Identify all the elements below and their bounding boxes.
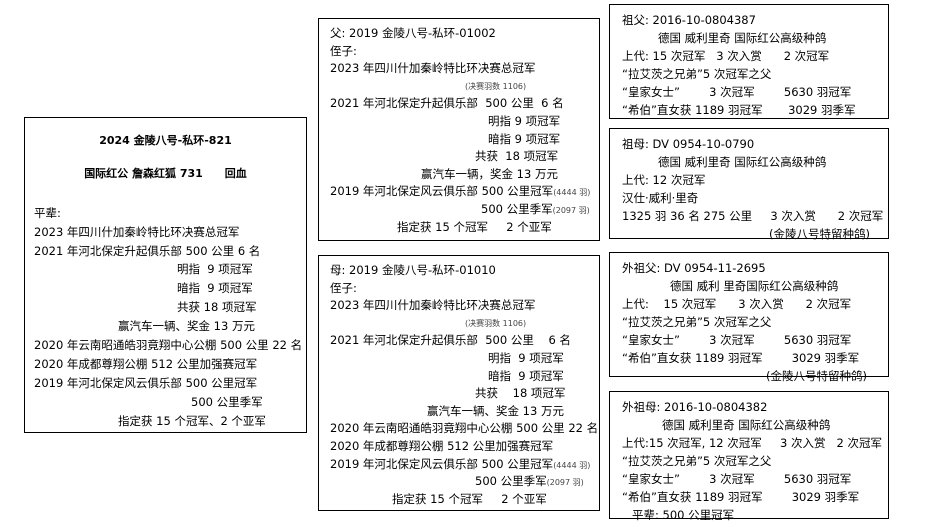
- grandfather-ring: 祖父: 2016-10-0804387: [622, 13, 756, 27]
- record-line: 平辈:: [34, 205, 61, 220]
- record-line: 1325 羽 36 名 275 公里 3 次入赏 2 次冠军: [622, 209, 884, 223]
- record-line: 共获 18 项冠军: [475, 386, 566, 401]
- record-line: “皇家女士” 3 次冠军 5630 羽冠军: [622, 472, 852, 486]
- record-line: 2023 年四川什加秦岭特比环决赛总冠军: [330, 298, 536, 313]
- record-line: “拉艾茨之兄弟”5 次冠军之父: [622, 315, 772, 329]
- record-line: 德国 威利 里奇国际红公高级种鸽: [670, 279, 839, 293]
- grandmother-ring: 祖母: DV 0954-10-0790: [622, 137, 755, 151]
- record-line: 赢汽车一辆，奖金 13 万元: [421, 166, 558, 181]
- mother-card: 母: 2019 金陵八号-私环-01010 侄子: 2023 年四川什加秦岭特比…: [318, 255, 600, 511]
- record-line: “拉艾茨之兄弟”5 次冠军之父: [622, 454, 772, 468]
- record-line: 指定获 15 个冠军、2 个亚军: [118, 413, 266, 428]
- record-line: 暗指 9 项冠军: [177, 281, 253, 296]
- record-line: 500 公里季军: [481, 201, 553, 216]
- record-line: “拉艾茨之兄弟”5 次冠军之父: [622, 67, 772, 81]
- record-line: 2021 年河北保定升起俱乐部 500 公里 6 名: [330, 333, 571, 348]
- record-line: 共获 18 项冠军: [177, 300, 257, 315]
- record-line: 明指 9 项冠军: [488, 113, 561, 128]
- subject-pigeon-card: 2024 金陵八号-私环-821 国际红公 詹森红狐 731 回血 平辈: 20…: [24, 117, 307, 433]
- record-line: 赢汽车一辆、奖金 13 万元: [118, 319, 255, 334]
- record-line: 暗指 9 项冠军: [488, 368, 564, 383]
- record-line: 德国 威利里奇 国际红公高级种鸽: [662, 418, 831, 432]
- record-line: “皇家女士” 3 次冠军 5630 羽冠军: [622, 333, 852, 347]
- record-line: 明指 9 项冠军: [177, 262, 253, 277]
- record-note: (2097 羽): [552, 205, 590, 215]
- record-line: 上代: 12 次冠军: [622, 173, 706, 187]
- record-line: 汉仕·威利·里奇: [622, 191, 699, 205]
- record-line: “希伯”直女获 1189 羽冠军 3029 羽季军: [622, 490, 860, 504]
- record-line: (金陵八号特留种鸽): [769, 227, 870, 241]
- record-line: 暗指 9 项冠军: [488, 131, 561, 146]
- record-line: 平辈: 500 公里冠军: [632, 508, 735, 522]
- record-line: 赢汽车一辆、奖金 13 万元: [427, 403, 564, 418]
- record-line: 德国 威利里奇 国际红公高级种鸽: [658, 31, 827, 45]
- record-note: (2097 羽): [546, 478, 584, 488]
- record-line: 2023 年四川什加秦岭特比环决赛总冠军: [34, 224, 240, 239]
- grandfather-card: 祖父: 2016-10-0804387 德国 威利里奇 国际红公高级种鸽 上代:…: [609, 4, 889, 119]
- pigeon-ring-title: 2024 金陵八号-私环-821: [99, 134, 232, 147]
- record-line: 2020 年成都尊翔公棚 512 公里加强赛冠军: [34, 356, 258, 371]
- record-line: 2020 年云南昭通皓羽竟翔中心公棚 500 公里 22 名: [34, 338, 303, 353]
- record-line: 2020 年成都尊翔公棚 512 公里加强赛冠军: [330, 438, 554, 453]
- record-line: 指定获 15 个冠军 2 个亚军: [397, 219, 552, 234]
- record-line: 上代: 15 次冠军 3 次入赏 2 次冠军: [622, 49, 830, 63]
- maternal-grandfather-ring: 外祖父: DV 0954-11-2695: [622, 261, 766, 275]
- record-note: (决赛羽数 1106): [465, 318, 527, 328]
- record-line: 2020 年云南昭通皓羽竟翔中心公棚 500 公里 22 名: [330, 421, 599, 436]
- record-line: 500 公里季军: [191, 394, 263, 409]
- record-line: 指定获 15 个冠军 2 个亚军: [392, 491, 547, 506]
- maternal-grandmother-ring: 外祖母: 2016-10-0804382: [622, 400, 768, 414]
- record-note: (决赛羽数 1106): [465, 81, 527, 91]
- grandmother-card: 祖母: DV 0954-10-0790 德国 威利里奇 国际红公高级种鸽 上代:…: [609, 128, 889, 241]
- record-line: “皇家女士” 3 次冠军 5630 羽冠军: [622, 85, 852, 99]
- father-ring: 父: 2019 金陵八号-私环-01002: [330, 26, 496, 40]
- record-line: “希伯”直女获 1189 羽冠军 3029 羽季军: [622, 103, 856, 117]
- record-note: (4444 羽): [553, 460, 591, 470]
- record-line: 2019 年河北保定风云俱乐部 500 公里冠军: [330, 184, 554, 199]
- record-line: 2021 年河北保定升起俱乐部 500 公里 6 名: [34, 243, 261, 258]
- record-line: 2021 年河北保定升起俱乐部 500 公里 6 名: [330, 96, 564, 111]
- record-line: (金陵八号特留种鸽): [766, 369, 867, 383]
- record-line: “希伯”直女获 1189 羽冠军 3029 羽季军: [622, 351, 860, 365]
- record-line: 共获 18 项冠军: [475, 149, 559, 164]
- record-line: 上代:15 次冠军, 12 次冠军 3 次入赏 2 次冠军: [622, 436, 882, 450]
- record-note: (4444 羽): [553, 188, 591, 198]
- maternal-grandfather-card: 外祖父: DV 0954-11-2695 德国 威利 里奇国际红公高级种鸽 上代…: [609, 252, 889, 383]
- record-line: 上代: 15 次冠军 3 次入赏 2 次冠军: [622, 297, 852, 311]
- record-line: 侄子:: [330, 280, 357, 295]
- maternal-grandmother-card: 外祖母: 2016-10-0804382 德国 威利里奇 国际红公高级种鸽 上代…: [609, 391, 889, 522]
- record-line: 德国 威利里奇 国际红公高级种鸽: [658, 155, 827, 169]
- father-card: 父: 2019 金陵八号-私环-01002 侄子: 2023 年四川什加秦岭特比…: [318, 18, 600, 241]
- record-line: 2019 年河北保定风云俱乐部 500 公里冠军: [330, 456, 554, 471]
- record-line: 2019 年河北保定风云俱乐部 500 公里冠军: [34, 375, 258, 390]
- record-line: 明指 9 项冠军: [488, 350, 564, 365]
- mother-ring: 母: 2019 金陵八号-私环-01010: [330, 263, 496, 277]
- pigeon-strain: 国际红公 詹森红狐 731 回血: [84, 166, 247, 180]
- record-line: 500 公里季军: [475, 474, 547, 489]
- record-line: 侄子:: [330, 43, 357, 58]
- record-line: 2023 年四川什加秦岭特比环决赛总冠军: [330, 61, 536, 76]
